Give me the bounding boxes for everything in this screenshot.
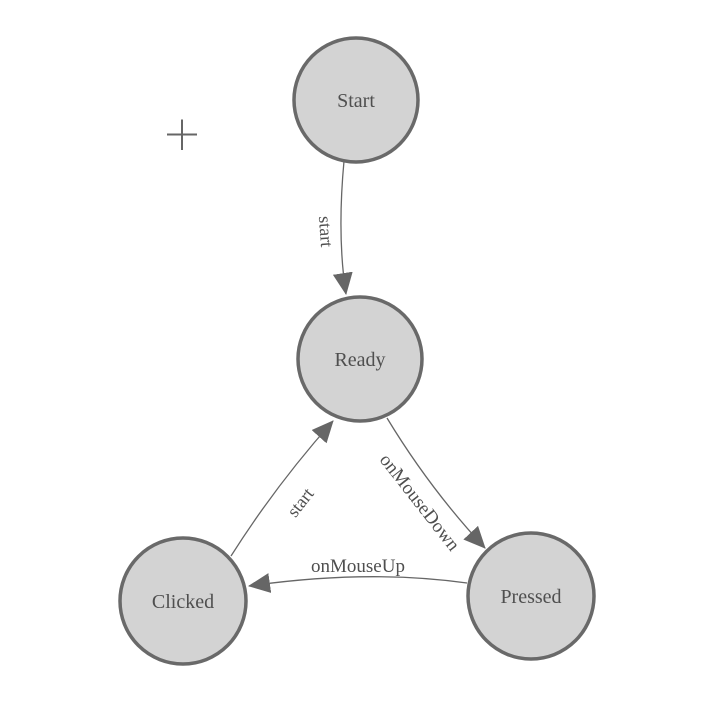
edge-line[interactable] — [248, 573, 468, 593]
plus-crosshair-icon — [167, 119, 197, 150]
edge-line[interactable] — [386, 417, 486, 549]
node-ready[interactable]: Ready — [296, 295, 424, 423]
edge-line[interactable] — [332, 160, 353, 295]
edge-label-start-2: start — [283, 484, 318, 521]
node-clicked-circle[interactable] — [118, 536, 248, 666]
edge-label-onmousedown: onMouseDown — [375, 450, 464, 556]
node-clicked[interactable]: Clicked — [118, 536, 248, 666]
node-pressed[interactable]: Pressed — [466, 531, 596, 661]
node-ready-circle[interactable] — [296, 295, 424, 423]
edge-start-to-ready[interactable]: start — [315, 160, 353, 295]
node-start-circle[interactable] — [292, 36, 420, 164]
edge-label-start-1: start — [315, 215, 337, 247]
edge-pressed-to-clicked[interactable]: onMouseUp — [248, 556, 468, 593]
node-pressed-circle[interactable] — [466, 531, 596, 661]
edge-line[interactable] — [230, 420, 334, 557]
edge-label-onmouseup: onMouseUp — [311, 556, 405, 577]
node-start[interactable]: Start — [292, 36, 420, 164]
edge-clicked-to-ready[interactable]: start — [230, 420, 334, 557]
edge-ready-to-pressed[interactable]: onMouseDown — [375, 417, 486, 556]
